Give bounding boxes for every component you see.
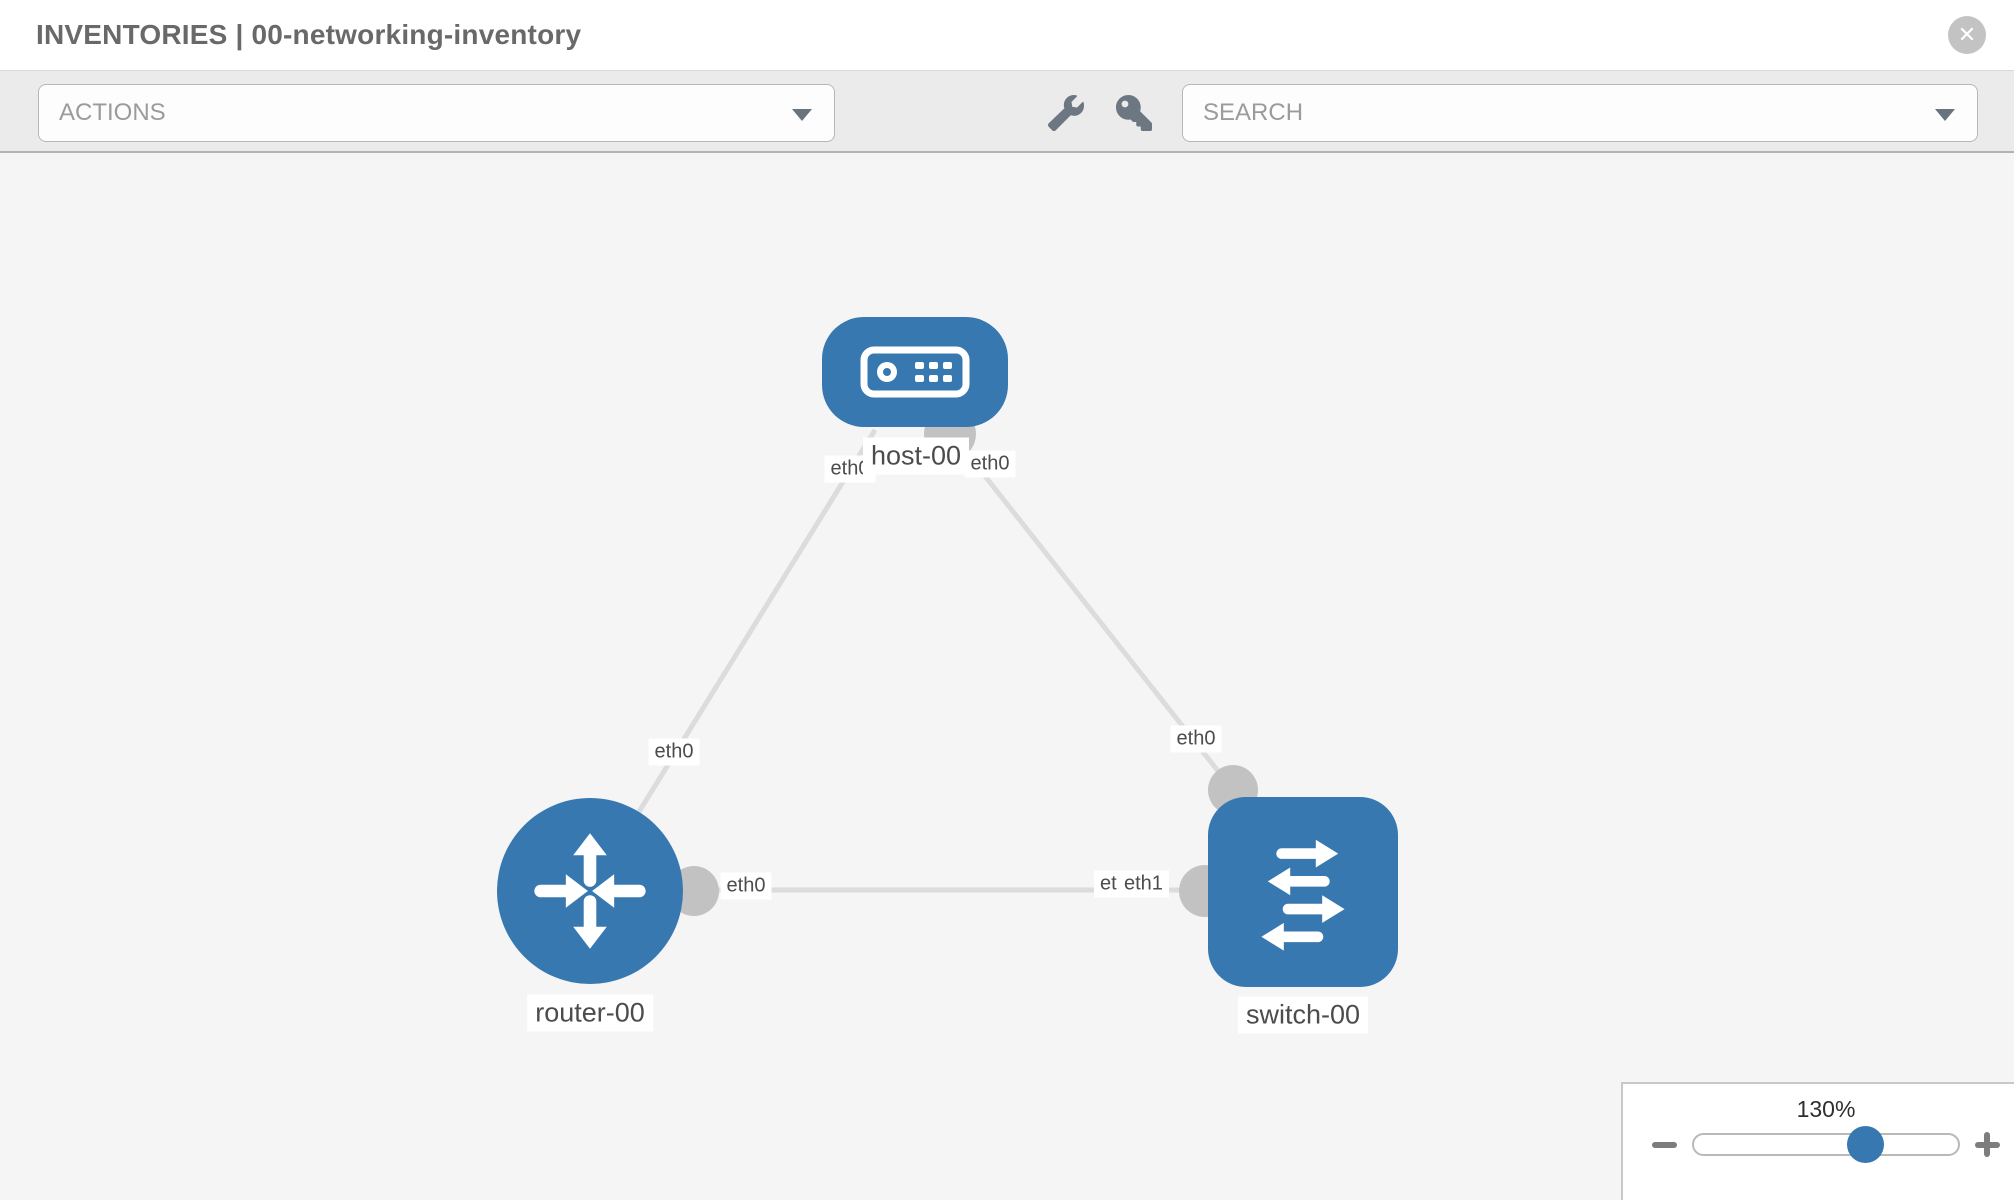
interface-label: eth0 <box>964 450 1016 478</box>
page-title: INVENTORIES | 00-networking-inventory <box>36 19 582 50</box>
plus-icon <box>1984 1132 1990 1157</box>
interface-label: eth0 <box>648 738 700 766</box>
zoom-control-panel: 130% <box>1621 1082 2014 1200</box>
topology-canvas[interactable]: eth0 host-00 eth0 eth0 eth0 eth0 eth1 et… <box>0 153 2014 1200</box>
toolbar: ACTIONS SEARCH <box>0 70 2014 153</box>
chevron-down-icon <box>1935 109 1955 121</box>
interface-label: eth0 <box>720 872 772 900</box>
wrench-icon <box>1048 95 1085 131</box>
router-icon <box>534 833 646 949</box>
chevron-down-icon <box>792 109 812 121</box>
actions-dropdown[interactable]: ACTIONS <box>38 84 835 142</box>
zoom-slider-thumb[interactable] <box>1847 1126 1884 1163</box>
node-switch[interactable] <box>1208 797 1398 987</box>
zoom-out-button[interactable] <box>1646 1126 1682 1162</box>
switch-icon <box>1261 839 1345 951</box>
search-input[interactable]: SEARCH <box>1203 99 1304 126</box>
configure-button[interactable] <box>1048 95 1085 131</box>
zoom-in-button[interactable] <box>1969 1126 2005 1162</box>
node-label-switch: switch-00 <box>1237 996 1369 1034</box>
actions-dropdown-label: ACTIONS <box>59 99 166 126</box>
node-router[interactable] <box>497 798 683 984</box>
zoom-slider[interactable] <box>1692 1126 1960 1163</box>
interface-label: eth1 <box>1118 870 1169 898</box>
search-dropdown[interactable]: SEARCH <box>1182 84 1978 142</box>
page-header: INVENTORIES | 00-networking-inventory ✕ <box>0 0 2014 70</box>
close-icon[interactable]: ✕ <box>1948 16 1986 54</box>
zoom-level-value: 130% <box>1796 1096 1856 1122</box>
node-host[interactable] <box>822 317 1008 427</box>
host-icon <box>860 346 970 398</box>
credentials-button[interactable] <box>1116 95 1152 131</box>
node-label-host: host-00 <box>862 437 970 475</box>
node-label-router: router-00 <box>527 994 653 1032</box>
links-layer <box>587 408 1258 917</box>
interface-label: eth0 <box>1170 725 1222 753</box>
minus-icon <box>1652 1142 1677 1148</box>
key-icon <box>1116 95 1152 131</box>
